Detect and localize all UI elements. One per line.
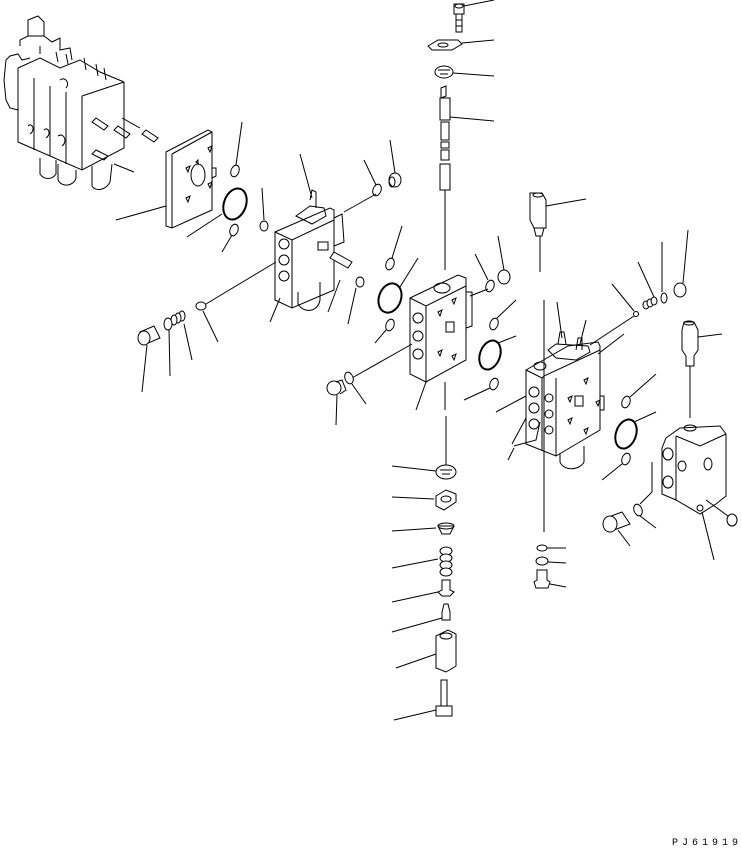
- valve-section-2: [410, 275, 472, 410]
- end-cover: [603, 321, 737, 560]
- valve-section-1: [270, 154, 344, 322]
- right-plug-chain: [590, 230, 688, 480]
- small-parts-section-1: [260, 140, 401, 324]
- valve-section-3: [496, 193, 624, 532]
- o-rings-section-1: [187, 122, 251, 252]
- reference-code: PJ61919: [672, 838, 741, 849]
- left-plug-chain: [138, 262, 276, 392]
- bottom-spool-stack: [392, 416, 456, 720]
- top-spool-stack: [428, 0, 494, 270]
- bottom-check-parts: [534, 545, 566, 588]
- end-plate: [116, 130, 216, 228]
- main-valve-assembly: [4, 16, 158, 189]
- o-rings-section-2: [327, 226, 516, 425]
